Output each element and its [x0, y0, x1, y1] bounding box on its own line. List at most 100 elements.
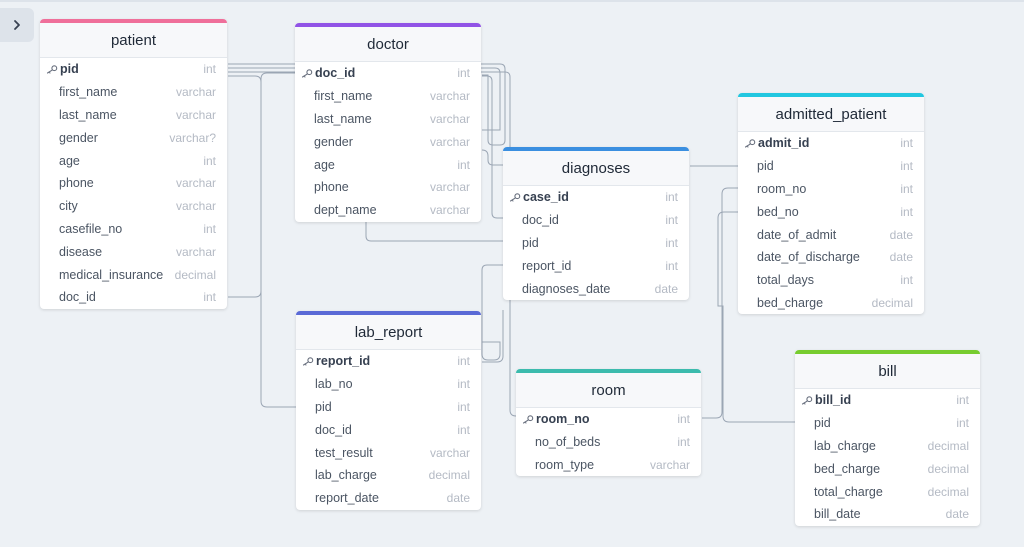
relation-patient-labreport[interactable]	[228, 75, 296, 408]
relation-patient-docid-doctor[interactable]	[228, 72, 296, 298]
column-type: decimal	[927, 484, 969, 499]
column-name: date_of_admit	[757, 227, 837, 242]
relation-diagnoses-labreport[interactable]	[481, 264, 503, 361]
column-name: report_date	[315, 491, 379, 506]
relation-admitted-bill[interactable]	[717, 211, 795, 423]
relation-room-admitted[interactable]	[702, 187, 738, 419]
canvas-top-border	[0, 0, 1024, 2]
table-title: lab_report	[354, 323, 423, 341]
key-icon	[301, 68, 314, 78]
key-icon	[744, 138, 757, 148]
table-header[interactable]: patient	[40, 19, 227, 58]
table-title: admitted_patient	[775, 105, 887, 123]
column-type: int	[900, 136, 913, 151]
table-header[interactable]: bill	[795, 350, 980, 389]
column-name: pid	[315, 399, 332, 414]
table-header[interactable]: admitted_patient	[738, 93, 924, 132]
column-type: int	[203, 62, 216, 77]
column-name: lab_charge	[814, 438, 876, 453]
column-type: int	[457, 66, 470, 81]
column-type: varchar	[175, 107, 216, 122]
relation-labreport-room[interactable]	[482, 310, 504, 363]
column-name: date_of_discharge	[757, 250, 860, 265]
table-header[interactable]: room	[516, 369, 701, 408]
table-header[interactable]: lab_report	[296, 311, 481, 350]
column-row[interactable]: report_date date	[296, 487, 481, 510]
table-header[interactable]: doctor	[295, 23, 481, 62]
column-type: int	[203, 153, 216, 168]
relation-diagnoses-room[interactable]	[509, 296, 517, 417]
relation-patient-diagnoses[interactable]	[228, 71, 511, 241]
column-name: lab_charge	[315, 468, 377, 483]
relation-doctor-diagnoses[interactable]	[482, 75, 503, 219]
relation-patient-doctor-2[interactable]	[228, 67, 501, 131]
column-type: int	[665, 213, 678, 228]
relation-doctor-deptname[interactable]	[365, 222, 503, 242]
column-name: bed_no	[757, 204, 799, 219]
column-name: gender	[59, 130, 98, 145]
sidebar-toggle-button[interactable]	[0, 8, 34, 42]
relation-patient-doctor[interactable]	[228, 63, 506, 146]
relation-doctor-diagnoses-2[interactable]	[481, 149, 503, 166]
column-name: city	[59, 199, 78, 214]
table-header[interactable]: diagnoses	[503, 147, 689, 186]
column-name: dept_name	[314, 203, 377, 218]
column-name: total_days	[757, 273, 814, 288]
column-type: date	[446, 491, 470, 506]
